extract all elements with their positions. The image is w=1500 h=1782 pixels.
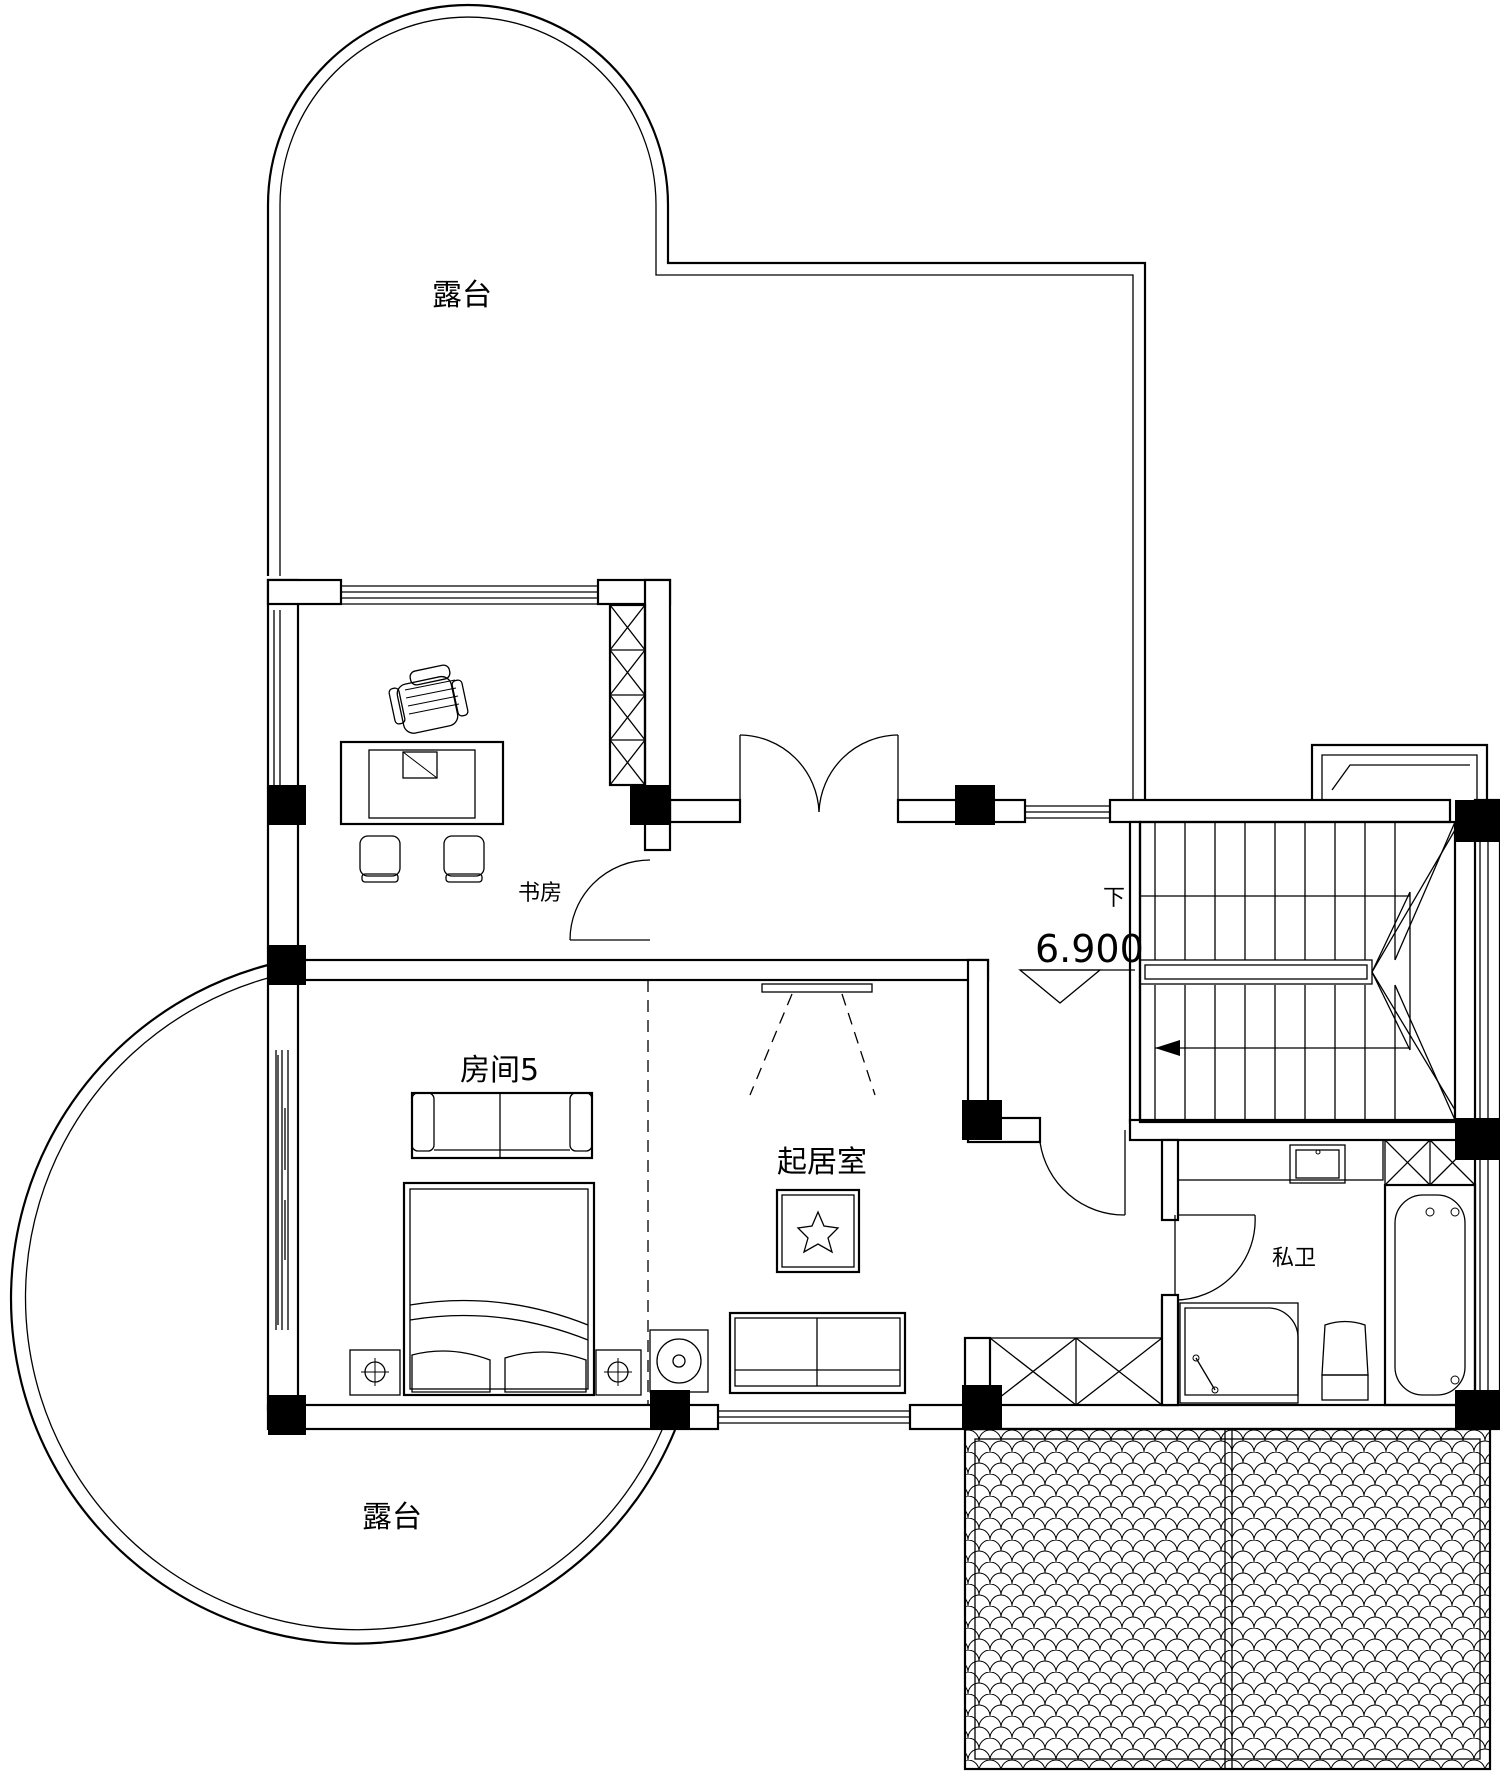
bathroom-fixtures xyxy=(1160,1139,1477,1407)
study-furniture xyxy=(339,603,651,941)
tiled-roof xyxy=(963,1427,1492,1771)
label-stair-direction: 下 xyxy=(1103,886,1125,911)
label-terrace-top: 露台 xyxy=(432,278,492,313)
label-elevation: 6.900 xyxy=(1035,927,1144,971)
label-terrace-bottom: 露台 xyxy=(362,1500,422,1535)
elevation-triangle-icon xyxy=(1018,969,1102,1004)
terrace-double-door xyxy=(739,734,899,813)
staircase xyxy=(1138,820,1457,1124)
columns xyxy=(268,785,1500,1435)
label-study: 书房 xyxy=(518,881,562,906)
living-room-furniture xyxy=(649,983,1126,1395)
terrace-top-outline xyxy=(266,3,1147,800)
label-living-room: 起居室 xyxy=(777,1145,867,1180)
elevation-mark xyxy=(1018,969,1135,1004)
label-room5: 房间5 xyxy=(460,1053,539,1088)
stair-arrow-icon xyxy=(1155,1040,1180,1056)
chair-icon xyxy=(359,835,401,883)
office-chair-icon xyxy=(388,664,469,734)
chair-icon xyxy=(443,835,485,883)
terrace-bottom-outline xyxy=(9,963,677,1645)
storage-cabinet xyxy=(989,1337,1163,1406)
exterior-walls xyxy=(266,578,1500,1431)
room5-furniture xyxy=(277,1055,642,1397)
label-bathroom: 私卫 xyxy=(1272,1246,1316,1271)
